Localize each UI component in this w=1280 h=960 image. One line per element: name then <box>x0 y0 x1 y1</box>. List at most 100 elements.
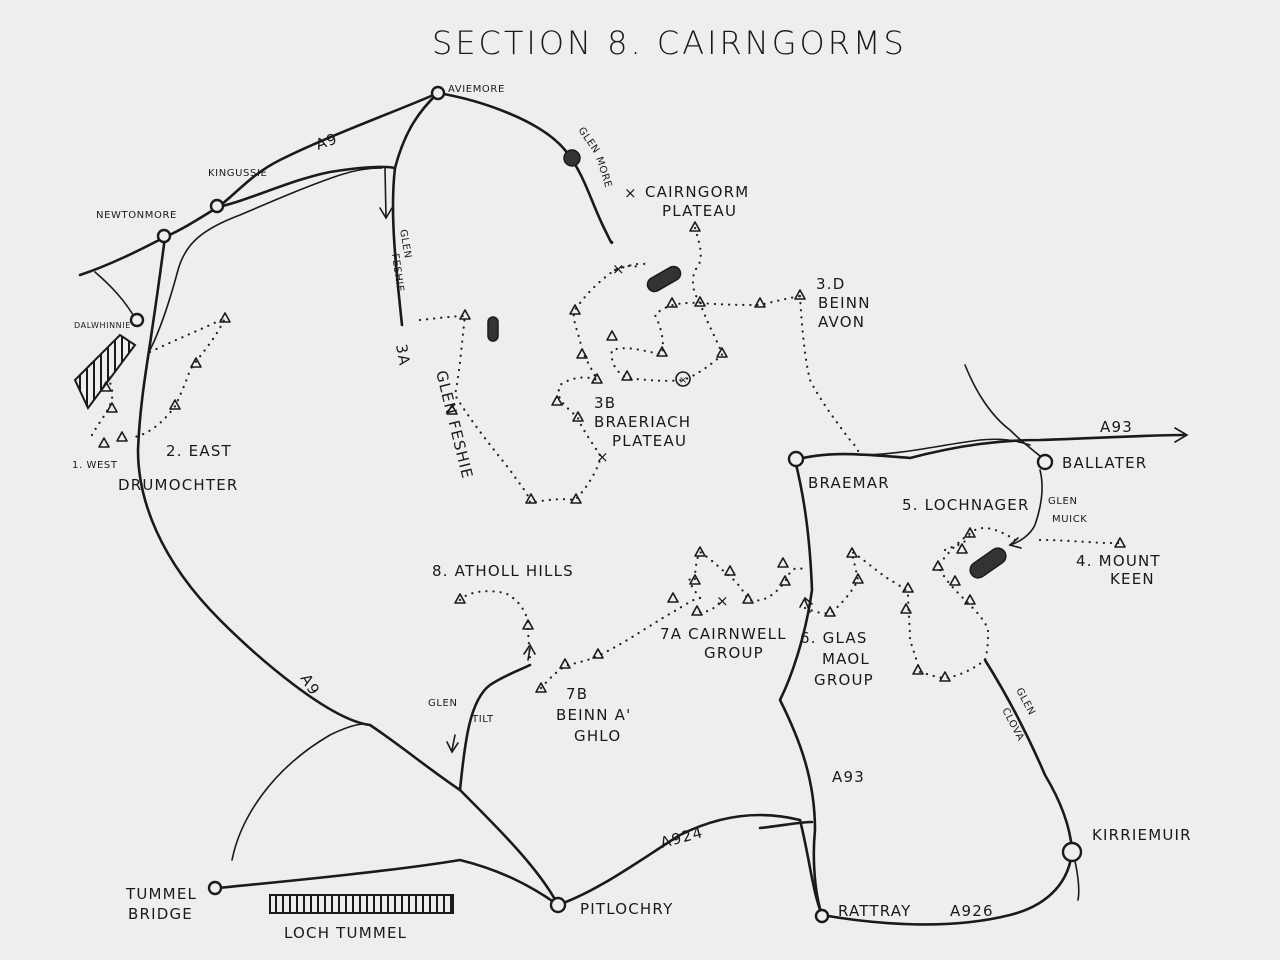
summit-icon <box>576 348 588 359</box>
road-a93-south <box>778 458 824 917</box>
summits <box>98 221 1126 693</box>
glen-feshie-label-2: FESHIE <box>389 253 405 293</box>
cross-icon: × <box>596 448 610 466</box>
arrowed-line-glasmaol <box>804 599 811 613</box>
summit-icon <box>949 575 961 586</box>
route-3d-label-1: 3.D <box>816 275 845 293</box>
arrowed-line-tilt <box>451 734 456 751</box>
hill-outline <box>231 723 371 861</box>
hut-icon <box>487 316 499 342</box>
summit-icon <box>964 594 976 605</box>
town-ballater-label: BALLATER <box>1062 454 1147 472</box>
summit-icon <box>667 592 679 603</box>
summit-icon <box>459 309 471 320</box>
summit-icon <box>694 296 706 307</box>
summit-icon <box>559 658 571 669</box>
summit-icon <box>190 357 202 368</box>
town-aviemore-label: AVIEMORE <box>448 84 505 95</box>
road-a93-arrow <box>1174 427 1189 443</box>
town-newtonmore-label: NEWTONMORE <box>96 210 177 221</box>
towns <box>129 85 1083 924</box>
road-dalwhinnie-spur <box>94 271 137 321</box>
glen-muick-label-2: MUICK <box>1052 514 1087 525</box>
route-3a-label-1: 3A <box>392 343 414 368</box>
road-network <box>78 91 1189 926</box>
arrow-head-atholl <box>523 643 536 655</box>
glen-feshie-label-1: GLEN <box>397 229 413 260</box>
road-label-a926: A926 <box>950 902 994 920</box>
glen-more-label-1: GLEN <box>576 125 602 155</box>
cross-markers: × × × × × <box>596 184 729 610</box>
summit-icon <box>742 593 754 604</box>
glen-tilt-label-1: GLEN <box>428 698 458 709</box>
route-west-drumochter <box>90 363 114 437</box>
summit-icon <box>569 304 581 315</box>
map-title: SECTION 8. CAIRNGORMS <box>432 24 907 62</box>
glen-more-label-2: MORE <box>593 156 613 190</box>
summit-icon <box>570 493 582 504</box>
route-5-label: 5. LOCHNAGER <box>902 496 1030 514</box>
arrowed-line-atholl <box>527 647 531 661</box>
town-tummel-bridge-label-2: BRIDGE <box>128 905 193 923</box>
glen-tilt-label-2: TILT <box>471 714 494 725</box>
town-kingussie-marker <box>209 198 225 214</box>
summit-icon <box>591 373 603 384</box>
labels: AVIEMORE KINGUSSIE NEWTONMORE DALWHINNIE… <box>72 84 1191 942</box>
route-cairngorm-x <box>613 264 642 272</box>
route-1-label: 1. WEST <box>72 460 118 471</box>
road-aviemore-feshie <box>391 91 440 327</box>
road-a93-east <box>793 433 1187 462</box>
summit-icon <box>689 574 701 585</box>
route-beinn-avon <box>798 294 862 457</box>
route-6-label-2: MAOL <box>822 650 870 668</box>
town-rattray-marker <box>814 908 830 924</box>
summit-icon <box>606 330 618 341</box>
summit-icon <box>98 437 110 448</box>
loch-tummel-label: LOCH TUMMEL <box>284 924 407 942</box>
arrowed-line-feshie <box>384 167 387 219</box>
summit-icon <box>446 404 458 415</box>
summit-icon <box>116 431 128 442</box>
road-tummel <box>216 858 560 907</box>
summit-icon <box>902 582 914 593</box>
summit-icon <box>1114 537 1126 548</box>
town-ballater-marker <box>1036 453 1054 471</box>
town-tummel-bridge-label-1: TUMMEL <box>125 885 197 903</box>
summit-icon <box>106 402 118 413</box>
route-6-label-1: 6. GLAS <box>800 629 868 647</box>
route-3c-label-1: CAIRNGORM <box>645 183 749 201</box>
route-4-label-2: KEEN <box>1110 570 1155 588</box>
summit-icon <box>621 370 633 381</box>
summit-icon <box>824 606 836 617</box>
summit-icon <box>689 221 701 232</box>
summit-icon <box>522 619 534 630</box>
road-newtonmore-west <box>78 235 167 277</box>
road-ballater-north <box>964 364 1046 461</box>
route-braeriach <box>557 262 652 457</box>
town-kirriemuir-marker <box>1061 841 1083 863</box>
route-7b-label-3: GHLO <box>574 727 621 745</box>
summit-icon <box>169 399 181 410</box>
route-7b-label-2: BEINN A' <box>556 706 631 724</box>
summit-icon <box>724 565 736 576</box>
summit-icon <box>219 312 231 323</box>
arrow-head-feshie <box>379 207 393 220</box>
arrowed-line-muick <box>1009 469 1043 546</box>
road-label-a93-east: A93 <box>1100 418 1133 436</box>
summit-icon <box>656 346 668 357</box>
summit-icon <box>912 664 924 675</box>
summit-icon <box>777 557 789 568</box>
road-label-a9-north: A9 <box>313 129 340 154</box>
summit-icon <box>932 560 944 571</box>
town-pitlochry-label: PITLOCHRY <box>580 900 673 918</box>
road-label-a924: A924 <box>658 823 705 852</box>
arrowed-path <box>149 167 1043 754</box>
town-braemar-marker <box>787 450 805 468</box>
summit-icon <box>716 347 728 358</box>
summit-icon <box>939 671 951 682</box>
glen-clova-label-1: GLEN <box>1013 686 1037 717</box>
town-dalwhinnie-label: DALWHINNIE <box>74 321 131 330</box>
town-dalwhinnie-marker <box>129 312 145 328</box>
summit-icon <box>964 527 976 538</box>
hut-markers <box>487 149 1007 579</box>
